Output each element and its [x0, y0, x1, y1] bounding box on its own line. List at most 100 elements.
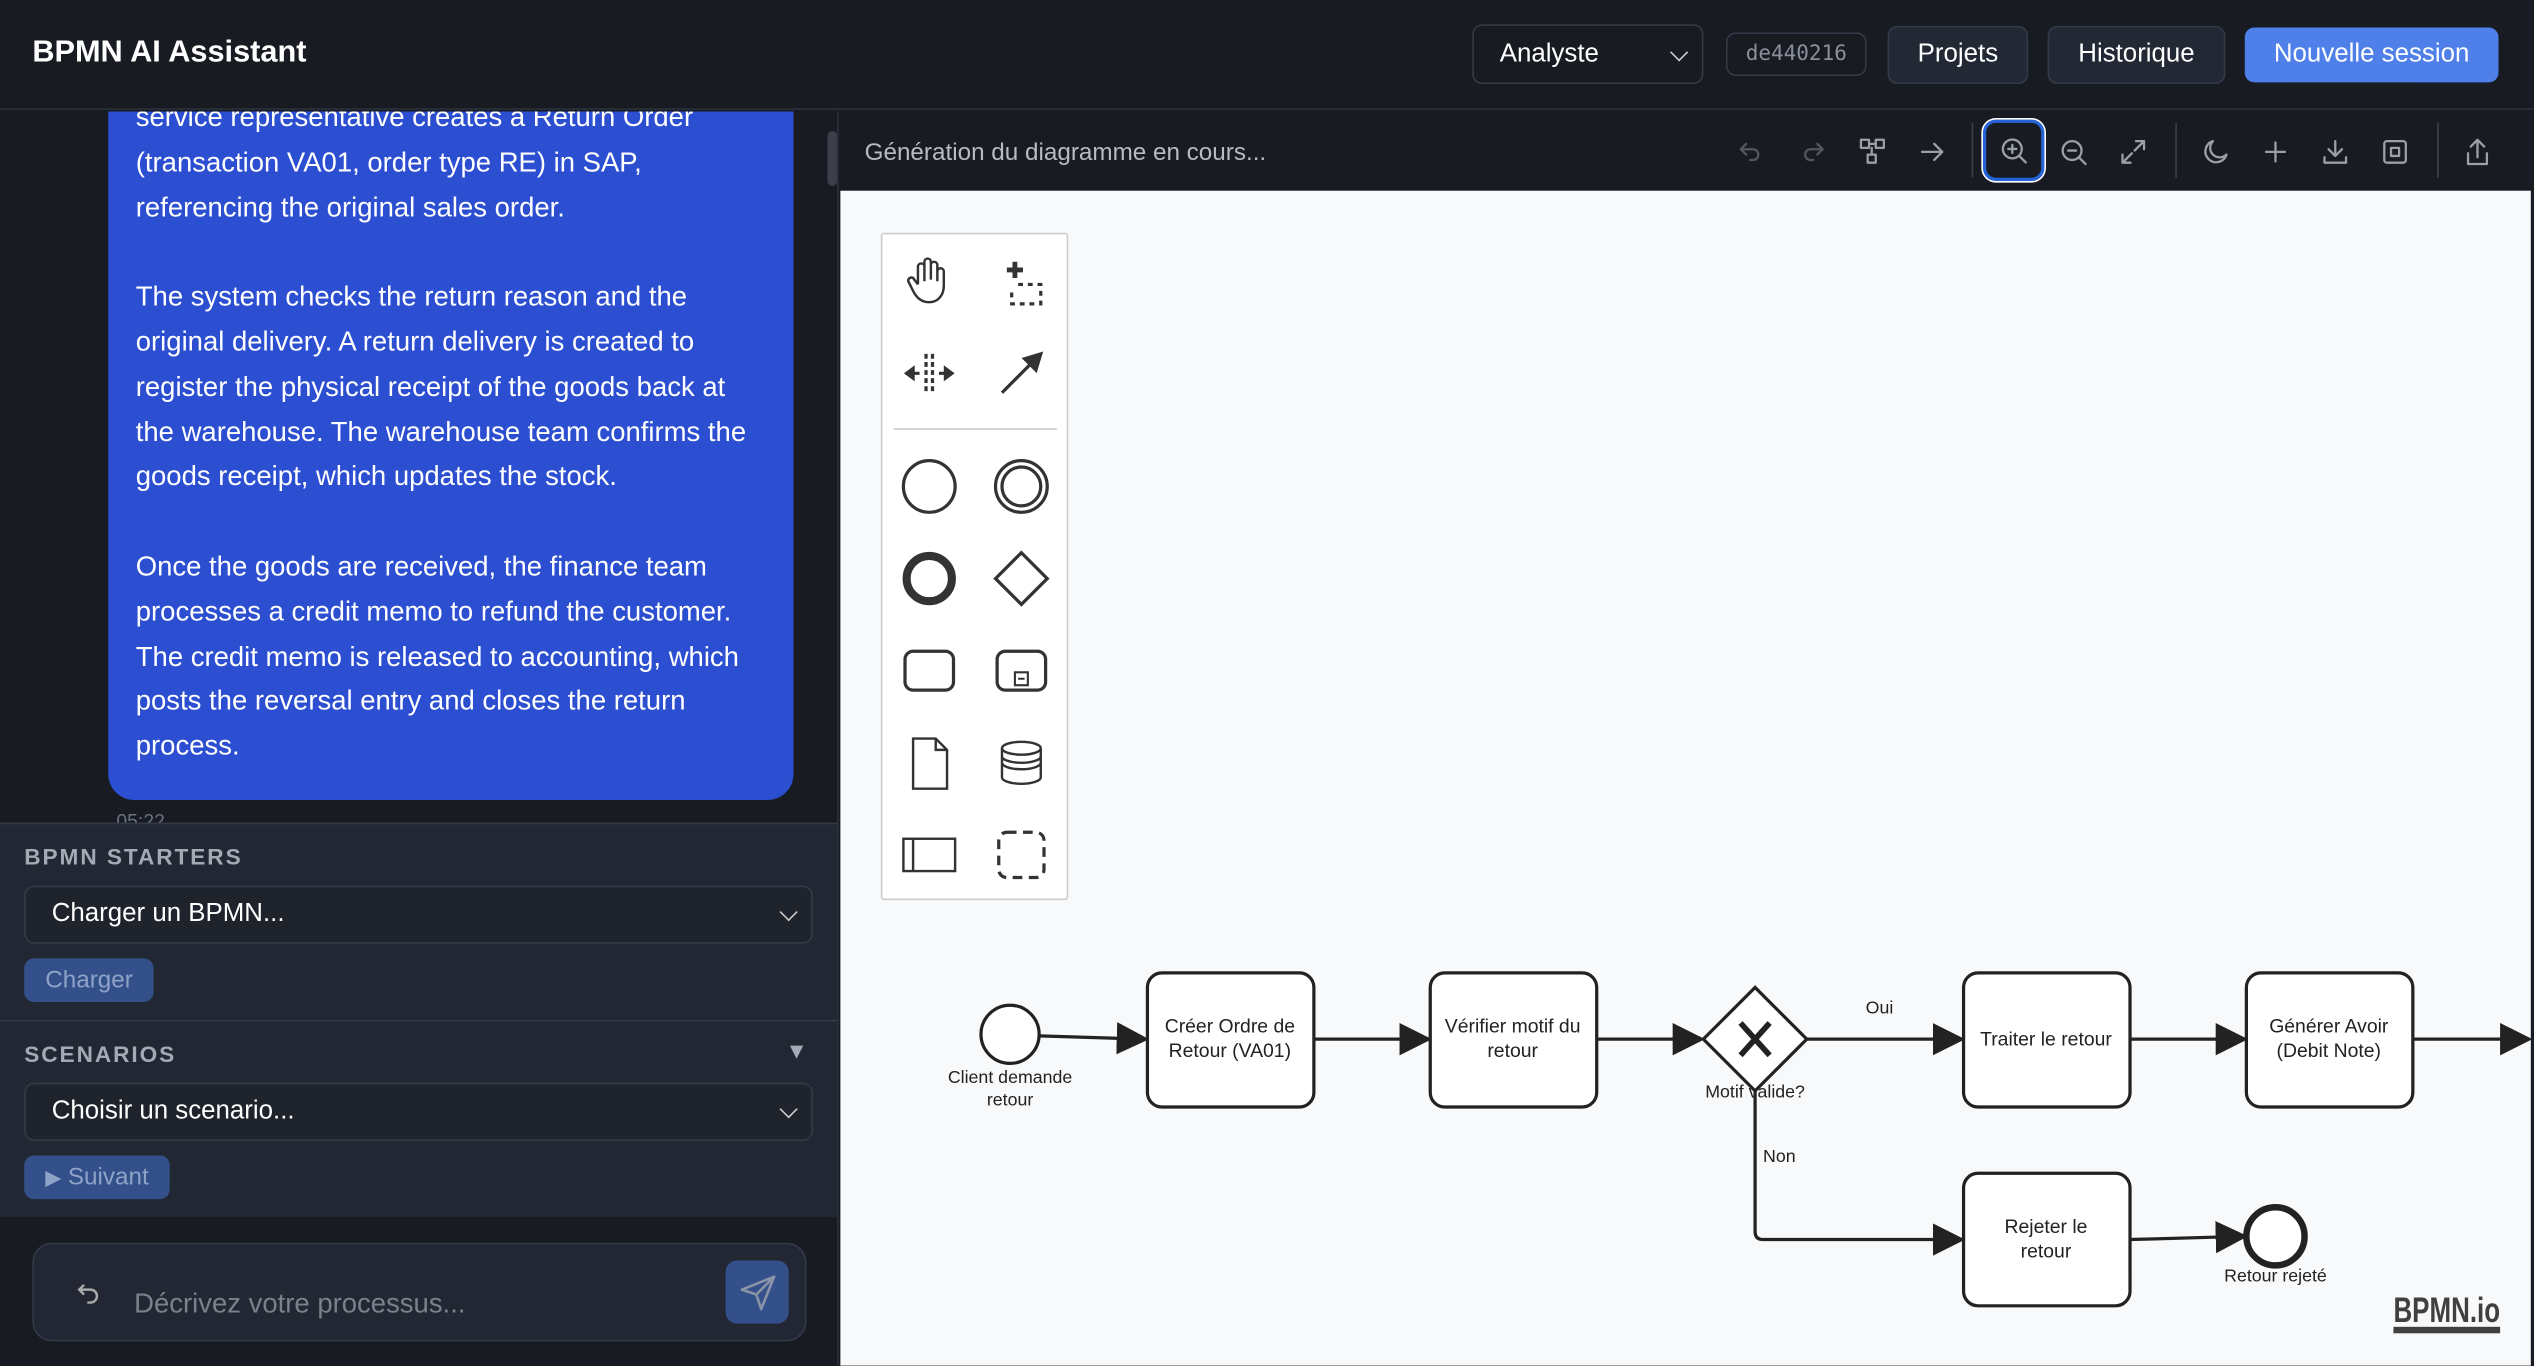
fit-screen-button[interactable] [2112, 131, 2154, 173]
start-event-label: retour [987, 1089, 1033, 1109]
moon-icon [2204, 139, 2228, 164]
lasso-tool[interactable] [989, 249, 1054, 314]
sequence-flow [1039, 1022, 1150, 1055]
session-id-badge: de440216 [1725, 32, 1867, 76]
message-paragraph: Once the goods are received, the finance… [135, 551, 739, 762]
redo-icon [1804, 142, 1824, 162]
load-button[interactable]: Charger [24, 958, 154, 1002]
history-button[interactable]: Historique [2047, 25, 2226, 85]
dark-mode-button[interactable] [2195, 131, 2237, 173]
next-button[interactable]: ▶Suivant [24, 1155, 170, 1200]
user-message: service representative creates a Return … [108, 111, 794, 800]
starters-label: BPMN STARTERS [24, 843, 243, 870]
toolbar-divider [1971, 122, 1974, 178]
frame-icon [2383, 139, 2407, 164]
add-button[interactable] [2254, 131, 2296, 173]
toolbar-divider [2175, 122, 2177, 178]
bpmn-starters-section: BPMN STARTERS Charger un BPMN... Charger [0, 822, 838, 1020]
zoom-in-button[interactable] [1981, 117, 2046, 183]
space-tool[interactable] [897, 341, 962, 406]
end-event-icon [902, 551, 956, 606]
pool-tool[interactable] [897, 823, 962, 888]
start-event [979, 1003, 1041, 1066]
toolbar-divider [2437, 122, 2439, 178]
task-label: Traiter le retour [1980, 1029, 2112, 1051]
new-session-button[interactable]: Nouvelle session [2244, 27, 2499, 83]
message-paragraph: The system checks the return reason and … [135, 281, 747, 492]
undo-button[interactable] [1729, 131, 1771, 173]
pool-icon [902, 837, 957, 873]
start-event-icon [901, 458, 957, 514]
task-label: retour [1487, 1040, 1538, 1062]
prompt-input-box[interactable]: Décrivez votre processus... [32, 1242, 807, 1342]
end-event-tool[interactable] [897, 546, 962, 611]
space-tool-icon [903, 353, 955, 393]
send-icon [739, 1274, 775, 1310]
task-label: Générer Avoir [2269, 1016, 2389, 1038]
undo-icon[interactable] [76, 1280, 102, 1306]
end-event-label: Retour rejeté [2224, 1266, 2327, 1286]
frame-button[interactable] [2374, 131, 2416, 173]
task-verify-reason [1428, 971, 1599, 1109]
zoom-out-icon [2061, 139, 2087, 166]
diagram-toolbar: Génération du diagramme en cours... [840, 111, 2534, 191]
role-select-value: Analyste [1499, 39, 1599, 68]
redo-button[interactable] [1792, 131, 1834, 173]
next-step-button[interactable] [1912, 131, 1954, 173]
group-tool[interactable] [989, 823, 1054, 888]
gateway-label: Motif valide? [1705, 1081, 1805, 1101]
task-create-return-order [1145, 971, 1316, 1109]
role-select[interactable]: Analyste [1472, 24, 1704, 85]
zoom-out-button[interactable] [2052, 131, 2094, 173]
intermediate-event-tool[interactable] [989, 454, 1054, 519]
flow-label-yes: Oui [1866, 997, 1894, 1017]
scenarios-label: SCENARIOS [24, 1040, 177, 1067]
app-title: BPMN AI Assistant [32, 35, 307, 70]
share-button[interactable] [2456, 131, 2498, 173]
subprocess-tool[interactable] [989, 638, 1054, 703]
chat-panel: service representative creates a Return … [0, 111, 839, 1366]
palette-divider [893, 428, 1057, 430]
starter-select-value: Charger un BPMN... [51, 900, 285, 928]
hand-tool[interactable] [897, 249, 962, 314]
bpmn-io-logo[interactable]: BPMN.io [2393, 1290, 2500, 1330]
fit-screen-icon [2121, 139, 2146, 164]
bpmn-starter-select[interactable]: Charger un BPMN... [24, 885, 813, 944]
start-event-tool[interactable] [897, 454, 962, 519]
zoom-in-icon [2001, 138, 2027, 164]
data-store-tool[interactable] [989, 730, 1054, 795]
prompt-input[interactable]: Décrivez votre processus... [134, 1288, 466, 1319]
auto-layout-icon [1859, 138, 1885, 164]
download-button[interactable] [2314, 131, 2356, 173]
send-button[interactable] [725, 1260, 789, 1324]
bpmn-canvas[interactable] [840, 190, 2531, 1366]
end-event [2243, 1203, 2308, 1269]
data-object-tool[interactable] [897, 730, 962, 795]
download-icon [2323, 139, 2348, 164]
gateway-tool[interactable] [989, 546, 1054, 611]
scenario-select[interactable]: Choisir un scenario... [24, 1082, 813, 1141]
task-tool[interactable] [897, 638, 962, 703]
auto-layout-button[interactable] [1852, 131, 1894, 173]
play-icon: ▶ [45, 1164, 62, 1189]
collapse-toggle-icon[interactable]: ▼ [785, 1037, 808, 1064]
data-object-icon [911, 737, 949, 790]
group-icon [997, 830, 1046, 880]
data-store-icon [1000, 740, 1042, 786]
gateway-x-marker [1738, 1021, 1772, 1058]
top-bar: BPMN AI Assistant Analyste de440216 Proj… [0, 0, 2534, 110]
projects-button[interactable]: Projets [1887, 25, 2029, 85]
scenario-select-value: Choisir un scenario... [51, 1097, 295, 1125]
generation-status: Génération du diagramme en cours... [864, 138, 1267, 167]
lasso-icon [1006, 261, 1043, 306]
sequence-flow [2129, 1220, 2248, 1254]
share-icon [2466, 138, 2489, 166]
chat-scrollbar[interactable] [827, 130, 838, 186]
hand-icon [907, 257, 946, 304]
task-label: (Debit Note) [2277, 1040, 2381, 1062]
connect-tool[interactable] [989, 341, 1054, 406]
task-icon [903, 649, 956, 692]
task-label: retour [2021, 1240, 2072, 1262]
task-label: Vérifier motif du [1445, 1016, 1581, 1038]
